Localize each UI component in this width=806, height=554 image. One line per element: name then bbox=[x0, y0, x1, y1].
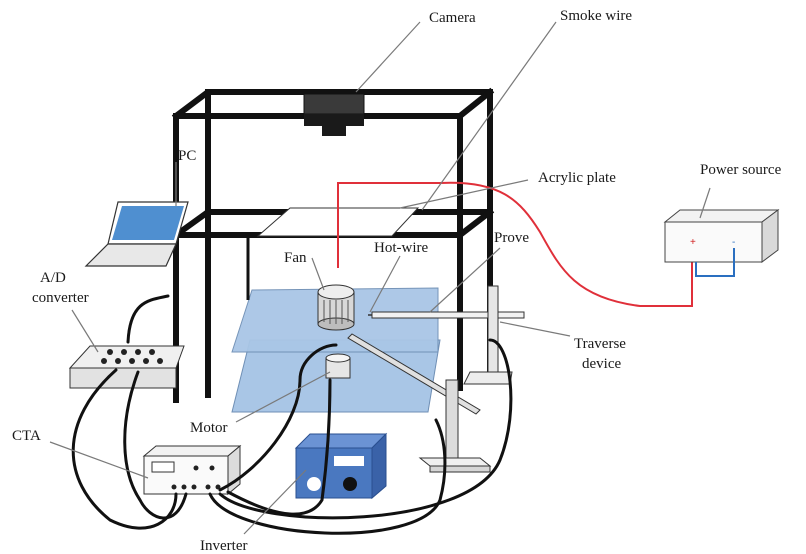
hot-wire-label: Hot-wire bbox=[374, 240, 428, 256]
camera-icon bbox=[303, 93, 365, 136]
fan-icon bbox=[317, 284, 355, 331]
camera-label: Camera bbox=[429, 10, 476, 26]
pc-label: PC bbox=[178, 148, 196, 164]
ad-converter-label-line2: converter bbox=[32, 290, 89, 306]
motor-label: Motor bbox=[190, 420, 228, 436]
ad-converter-label-line1: A/D bbox=[40, 270, 66, 286]
traverse-device bbox=[418, 285, 513, 473]
acrylic-plate-label: Acrylic plate bbox=[538, 170, 616, 186]
hot-wire-probe bbox=[368, 311, 525, 319]
power-source-label: Power source bbox=[700, 162, 782, 178]
cta-box bbox=[142, 444, 242, 496]
traverse-device-label-line1: Traverse bbox=[574, 336, 626, 352]
ad-converter-box bbox=[68, 345, 185, 389]
smoke-wire bbox=[337, 181, 693, 307]
leader-lines bbox=[49, 21, 711, 535]
inverter-box bbox=[294, 432, 388, 500]
cta-label: CTA bbox=[12, 428, 41, 444]
power-plus-label: + bbox=[690, 237, 696, 248]
labels: Camera Smoke wire PC Acrylic plate Power… bbox=[12, 8, 782, 554]
power-source-box: + - bbox=[663, 209, 780, 277]
prove-label: Prove bbox=[494, 230, 529, 246]
signal-cables bbox=[71, 294, 513, 535]
power-minus-label: - bbox=[732, 237, 735, 248]
smoke-wire-label: Smoke wire bbox=[560, 8, 632, 24]
fan-label: Fan bbox=[284, 250, 307, 266]
traverse-device-label-line2: device bbox=[582, 356, 621, 372]
motor-icon bbox=[325, 353, 351, 379]
inverter-label: Inverter bbox=[200, 538, 247, 554]
laptop-icon bbox=[84, 201, 189, 267]
